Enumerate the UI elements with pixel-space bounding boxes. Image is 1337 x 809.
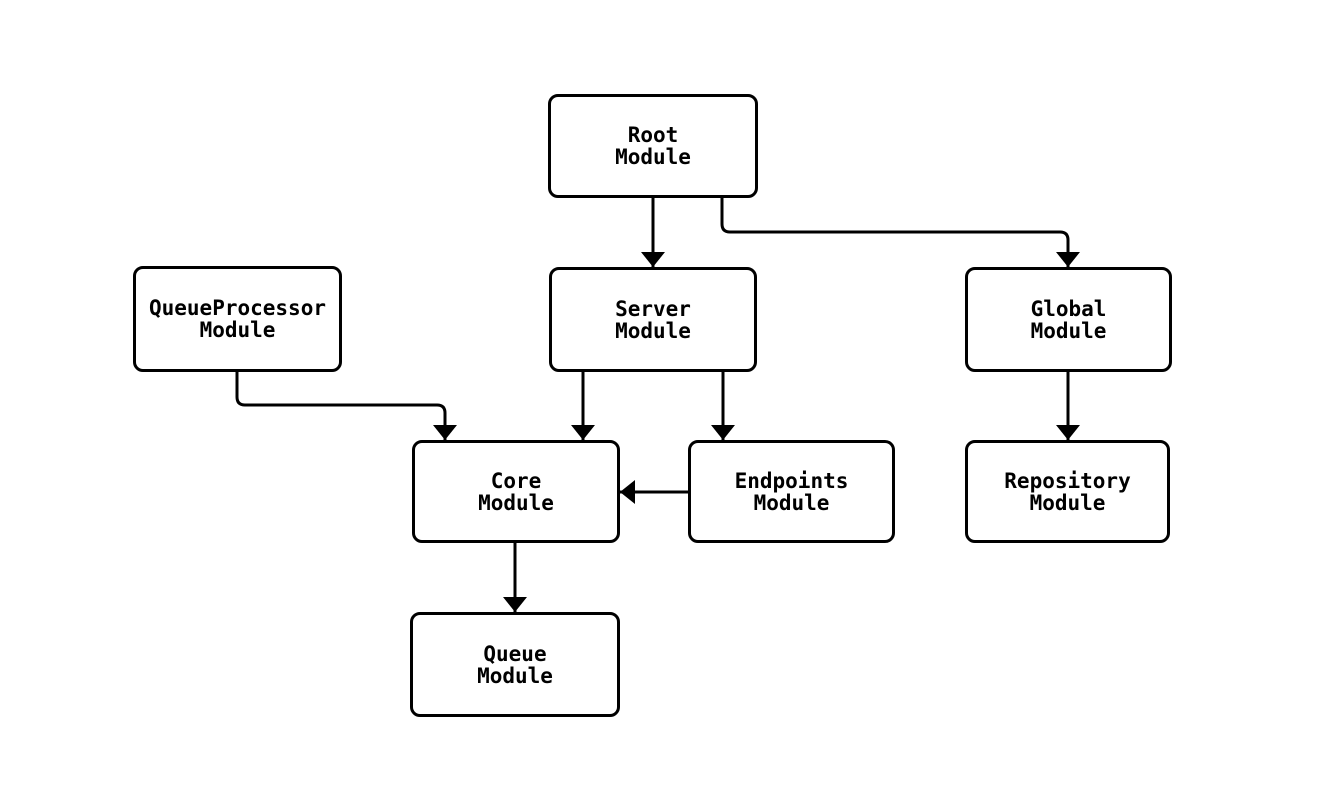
node-global-module: Global Module xyxy=(965,267,1172,372)
node-endpoints-module: Endpoints Module xyxy=(688,440,895,543)
node-root-module: Root Module xyxy=(548,94,758,198)
node-queue-module: Queue Module xyxy=(410,612,620,717)
node-repository-module: Repository Module xyxy=(965,440,1170,543)
node-server-module: Server Module xyxy=(549,267,757,372)
edge-root-module-to-global-module xyxy=(720,198,1080,267)
edge-queueprocessor-module-to-core-module xyxy=(235,372,457,440)
node-core-module: Core Module xyxy=(412,440,620,543)
node-queueprocessor-module: QueueProcessor Module xyxy=(133,266,342,372)
